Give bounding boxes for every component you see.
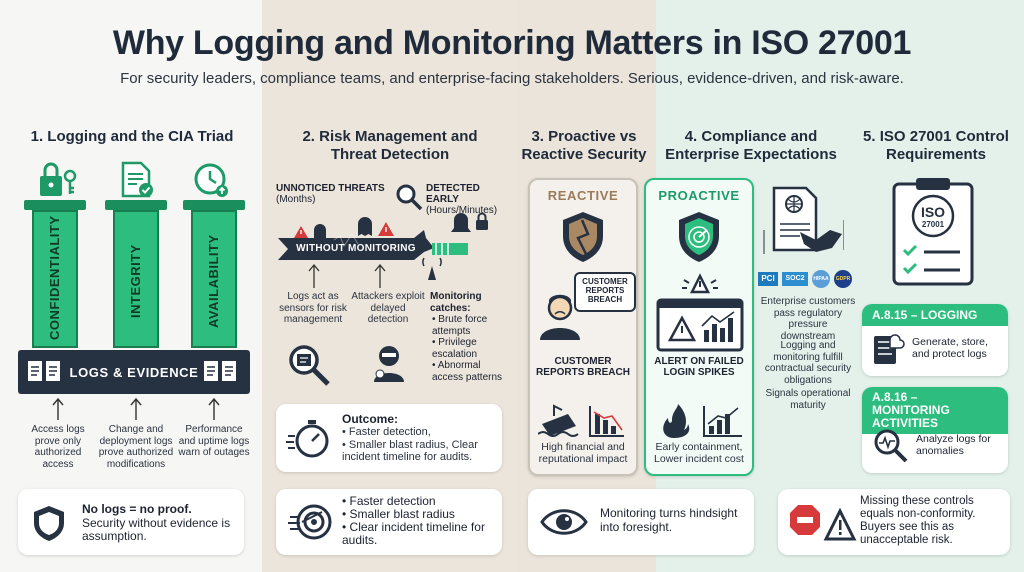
- target-icon: [288, 504, 332, 540]
- pillar-confidentiality: CONFIDENTIALITY: [32, 210, 78, 348]
- control-a816-card: A.8.16 – MONITORING ACTIVITIES Analyze l…: [862, 387, 1008, 473]
- non-conformity-callout: Missing these controls equals non-confor…: [778, 489, 1010, 555]
- customer-icon: [540, 294, 580, 340]
- without-monitoring-label: WITHOUT MONITORING: [296, 243, 416, 254]
- search-log-icon: [289, 345, 330, 386]
- up-arrows: [52, 397, 220, 420]
- analyze-magnifier-icon: [874, 429, 908, 463]
- fire-chart-icons: [663, 404, 742, 438]
- monitoring-catches: Monitoring catches: • Brute force attemp…: [430, 291, 503, 383]
- contract-handshake-icon: [763, 186, 844, 254]
- monitor-alert-icon: [656, 298, 744, 352]
- hindsight-card: Monitoring turns hindsight into foresigh…: [528, 489, 754, 555]
- note-contractual: Logging and monitoring fulfill contractu…: [764, 340, 852, 386]
- alarm-icon: [682, 273, 718, 294]
- gdpr-badge: GDPR: [834, 270, 852, 288]
- documents-icon: [28, 361, 60, 381]
- hipaa-badge: HIPAA: [812, 270, 830, 288]
- eye-icon: [540, 509, 588, 535]
- magnifier-icon: [396, 184, 423, 211]
- pillar-availability: AVAILABILITY: [191, 210, 237, 348]
- note-attackers: Attackers exploit delayed detection: [351, 291, 425, 325]
- col1-heading: 1. Logging and the CIA Triad: [30, 128, 234, 145]
- page-title: Why Logging and Monitoring Matters in IS…: [112, 24, 912, 62]
- soc2-badge: SOC2: [782, 272, 808, 286]
- note-maturity: Signals operational maturity: [765, 388, 851, 411]
- benefits-card: • Faster detection • Smaller blast radiu…: [276, 489, 502, 555]
- compliance-badges: PCI SOC2 HIPAA GDPR: [758, 270, 852, 290]
- col3-heading: 3. Proactive vs Reactive Security: [521, 128, 647, 163]
- sinking-ship-chart-icons: [538, 404, 624, 437]
- detected-early-label: DETECTED EARLY (Hours/Minutes): [426, 183, 498, 216]
- note-enterprise-pressure: Enterprise customers pass regulatory pre…: [760, 296, 856, 342]
- unnoticed-threats-label: UNNOTICED THREATS (Months): [276, 183, 385, 205]
- reactive-panel: REACTIVE CUSTOMER REPORTS BREACH CUSTOME…: [528, 178, 638, 476]
- column-2-bg: [262, 0, 518, 572]
- outcome-card: Outcome: • Faster detection, • Smaller b…: [276, 404, 502, 472]
- server-cloud-icon: [874, 334, 905, 364]
- iso-clipboard: ISO 27001: [890, 176, 976, 288]
- pillar-integrity: INTEGRITY: [113, 210, 159, 348]
- no-logs-callout: No logs = no proof. Security without evi…: [18, 489, 244, 555]
- hacker-icon: [374, 346, 404, 382]
- broken-shield-icon: [563, 212, 603, 262]
- col4-heading: 4. Compliance and Enterprise Expectation…: [665, 128, 837, 163]
- proactive-panel: PROACTIVE ALERT ON FAILED LOGIN SPIKES E…: [644, 178, 754, 476]
- page-subtitle: For security leaders, compliance teams, …: [120, 70, 904, 87]
- pci-badge: PCI: [758, 272, 778, 286]
- threat-timeline-graphic: [278, 212, 488, 288]
- col5-heading: 5. ISO 27001 Control Requirements: [863, 128, 1009, 163]
- note-change-logs: Change and deployment logs prove authori…: [98, 424, 174, 470]
- shield-icon: [34, 506, 64, 541]
- documents-icon: [204, 361, 236, 381]
- document-check-icon: [121, 161, 153, 198]
- clock-uptime-icon: [194, 163, 228, 197]
- speech-bubble: CUSTOMER REPORTS BREACH: [574, 272, 636, 312]
- col2-heading: 2. Risk Management and Threat Detection: [302, 128, 478, 163]
- control-a815-card: A.8.15 – LOGGING Generate, store, and pr…: [862, 304, 1008, 376]
- note-access-logs: Access logs prove only authorized access: [31, 424, 85, 470]
- stopwatch-icon: [286, 420, 329, 458]
- note-logs-sensors: Logs act as sensors for risk management: [279, 291, 347, 325]
- clipboard-icon: [892, 178, 974, 286]
- logs-evidence-base: LOGS & EVIDENCE: [18, 350, 250, 394]
- radar-shield-icon: [679, 212, 719, 262]
- lock-key-icon: [40, 162, 77, 196]
- note-uptime-logs: Performance and uptime logs warn of outa…: [178, 424, 250, 458]
- stop-warning-icon: [790, 505, 857, 541]
